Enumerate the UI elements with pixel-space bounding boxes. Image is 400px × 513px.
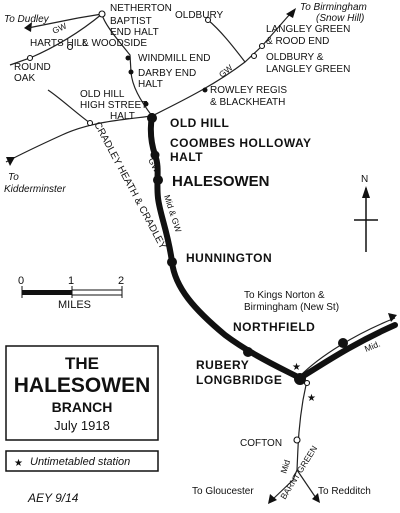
- legend-box: ★ Untimetabled station: [5, 450, 159, 472]
- company-gw-ne: GW: [217, 62, 235, 79]
- label-cofton: COFTON: [240, 438, 282, 449]
- station-old-hill: [147, 113, 157, 123]
- title-line2: HALESOWEN: [14, 374, 151, 397]
- station-old-hill-high-street: [143, 101, 149, 107]
- label-halesowen: HALESOWEN: [172, 173, 270, 190]
- label-oldbury-lg-2: LANGLEY GREEN: [266, 64, 350, 75]
- arrow-snowhill: [286, 8, 296, 18]
- scale-unit: MILES: [58, 299, 91, 311]
- label-netherton: NETHERTON: [110, 3, 172, 14]
- line-kidderminster: [5, 115, 153, 163]
- label-harts-2: & WOODSIDE: [82, 38, 147, 49]
- label-coombes-1: COOMBES HOLLOWAY: [170, 136, 312, 150]
- dest-birmingham-2: (Snow Hill): [316, 13, 364, 24]
- station-harts-hill: [66, 43, 74, 51]
- label-ohhs-2: HIGH STREET: [80, 100, 147, 111]
- station-northfield: [338, 338, 348, 348]
- station-coombes-holloway: [150, 150, 160, 160]
- label-langley-2: & ROOD END: [266, 36, 329, 47]
- scale-tick-0: 0: [18, 275, 24, 287]
- station-netherton: [98, 10, 106, 18]
- line-dudley-arrow: [27, 17, 79, 29]
- line-stourbridge: [47, 89, 91, 124]
- label-rubery: RUBERY: [196, 358, 249, 372]
- label-darby-1: DARBY END: [138, 68, 196, 79]
- dest-gloucester: To Gloucester: [192, 486, 254, 497]
- station-oldbury-langley: [250, 52, 258, 60]
- arrow-redditch: [312, 493, 320, 503]
- dest-birmingham-1: To Birmingham: [300, 2, 367, 13]
- line-gloucester: [271, 479, 294, 501]
- line-oldbury: [207, 19, 246, 63]
- map-reference: AEY 9/14: [27, 491, 79, 505]
- line-dudley: [101, 13, 153, 117]
- company-mid-south: Mid: [278, 458, 292, 474]
- line-dudley-west: [77, 13, 103, 19]
- star-rubery-untimetabled: ★: [292, 362, 301, 373]
- dest-kings-norton-2: Birmingham (New St): [244, 302, 339, 313]
- north-arrow: N: [354, 174, 378, 252]
- dest-kidderminster-2: Kidderminster: [4, 184, 66, 195]
- dest-dudley: To Dudley: [4, 14, 50, 25]
- label-round-1: ROUND: [14, 62, 51, 73]
- label-baptist-1: BAPTIST: [110, 16, 152, 27]
- dest-kings-norton-1: To Kings Norton &: [244, 290, 325, 301]
- scale-bar: 0 1 2 MILES: [18, 275, 124, 311]
- label-windmill: WINDMILL END: [138, 53, 210, 64]
- station-langley-green: [258, 42, 266, 50]
- station-longbridge-junction: [303, 379, 311, 387]
- line-redditch: [296, 469, 317, 499]
- title-box: THE HALESOWEN BRANCH July 1918: [5, 345, 159, 441]
- label-rowley-1: ROWLEY REGIS: [210, 85, 287, 96]
- label-harts-1: HARTS HILL: [30, 38, 88, 49]
- station-cradley-heath: [86, 119, 94, 127]
- arrow-kings-norton: [388, 313, 397, 322]
- station-rowley-regis: [202, 87, 208, 93]
- station-cofton: [293, 436, 301, 444]
- label-ohhs-3: HALT: [110, 111, 135, 122]
- station-longbridge: [294, 373, 306, 385]
- legend-text: Untimetabled station: [30, 456, 130, 468]
- station-oldbury: [204, 16, 212, 24]
- label-hunnington: HUNNINGTON: [186, 251, 272, 265]
- station-round-oak: [26, 54, 34, 62]
- title-line3: BRANCH: [52, 399, 113, 415]
- station-halesowen: [153, 175, 163, 185]
- label-longbridge: LONGBRIDGE: [196, 373, 282, 387]
- dest-redditch: To Redditch: [318, 486, 371, 497]
- label-ohhs-1: OLD HILL: [80, 89, 125, 100]
- star-longbridge-untimetabled: ★: [307, 393, 316, 404]
- arrow-dudley: [24, 22, 32, 32]
- station-windmill-end: [125, 55, 131, 61]
- label-rowley-2: & BLACKHEATH: [210, 97, 285, 108]
- label-northfield: NORTHFIELD: [233, 320, 315, 334]
- arrow-kidderminster: [6, 157, 15, 166]
- scale-tick-2: 2: [118, 275, 124, 287]
- title-date: July 1918: [54, 418, 110, 433]
- legend-star: ★: [14, 458, 23, 469]
- north-label: N: [361, 174, 368, 185]
- station-rubery: [243, 347, 253, 357]
- title-line1: THE: [65, 354, 99, 373]
- station-darby-end: [128, 69, 134, 75]
- line-snowhill: [151, 13, 291, 117]
- station-hunnington: [167, 257, 177, 267]
- scale-tick-1: 1: [68, 275, 74, 287]
- label-oldbury-lg-1: OLDBURY &: [266, 52, 324, 63]
- label-oldbury: OLDBURY: [175, 10, 223, 21]
- arrow-gloucester: [268, 494, 277, 504]
- label-baptist-2: END HALT: [110, 27, 159, 38]
- label-darby-2: HALT: [138, 79, 163, 90]
- label-old-hill: OLD HILL: [170, 116, 229, 130]
- dest-kidderminster-1: To: [8, 172, 19, 183]
- label-coombes-2: HALT: [170, 150, 203, 164]
- label-langley-1: LANGLEY GREEN: [266, 24, 350, 35]
- label-round-2: OAK: [14, 73, 35, 84]
